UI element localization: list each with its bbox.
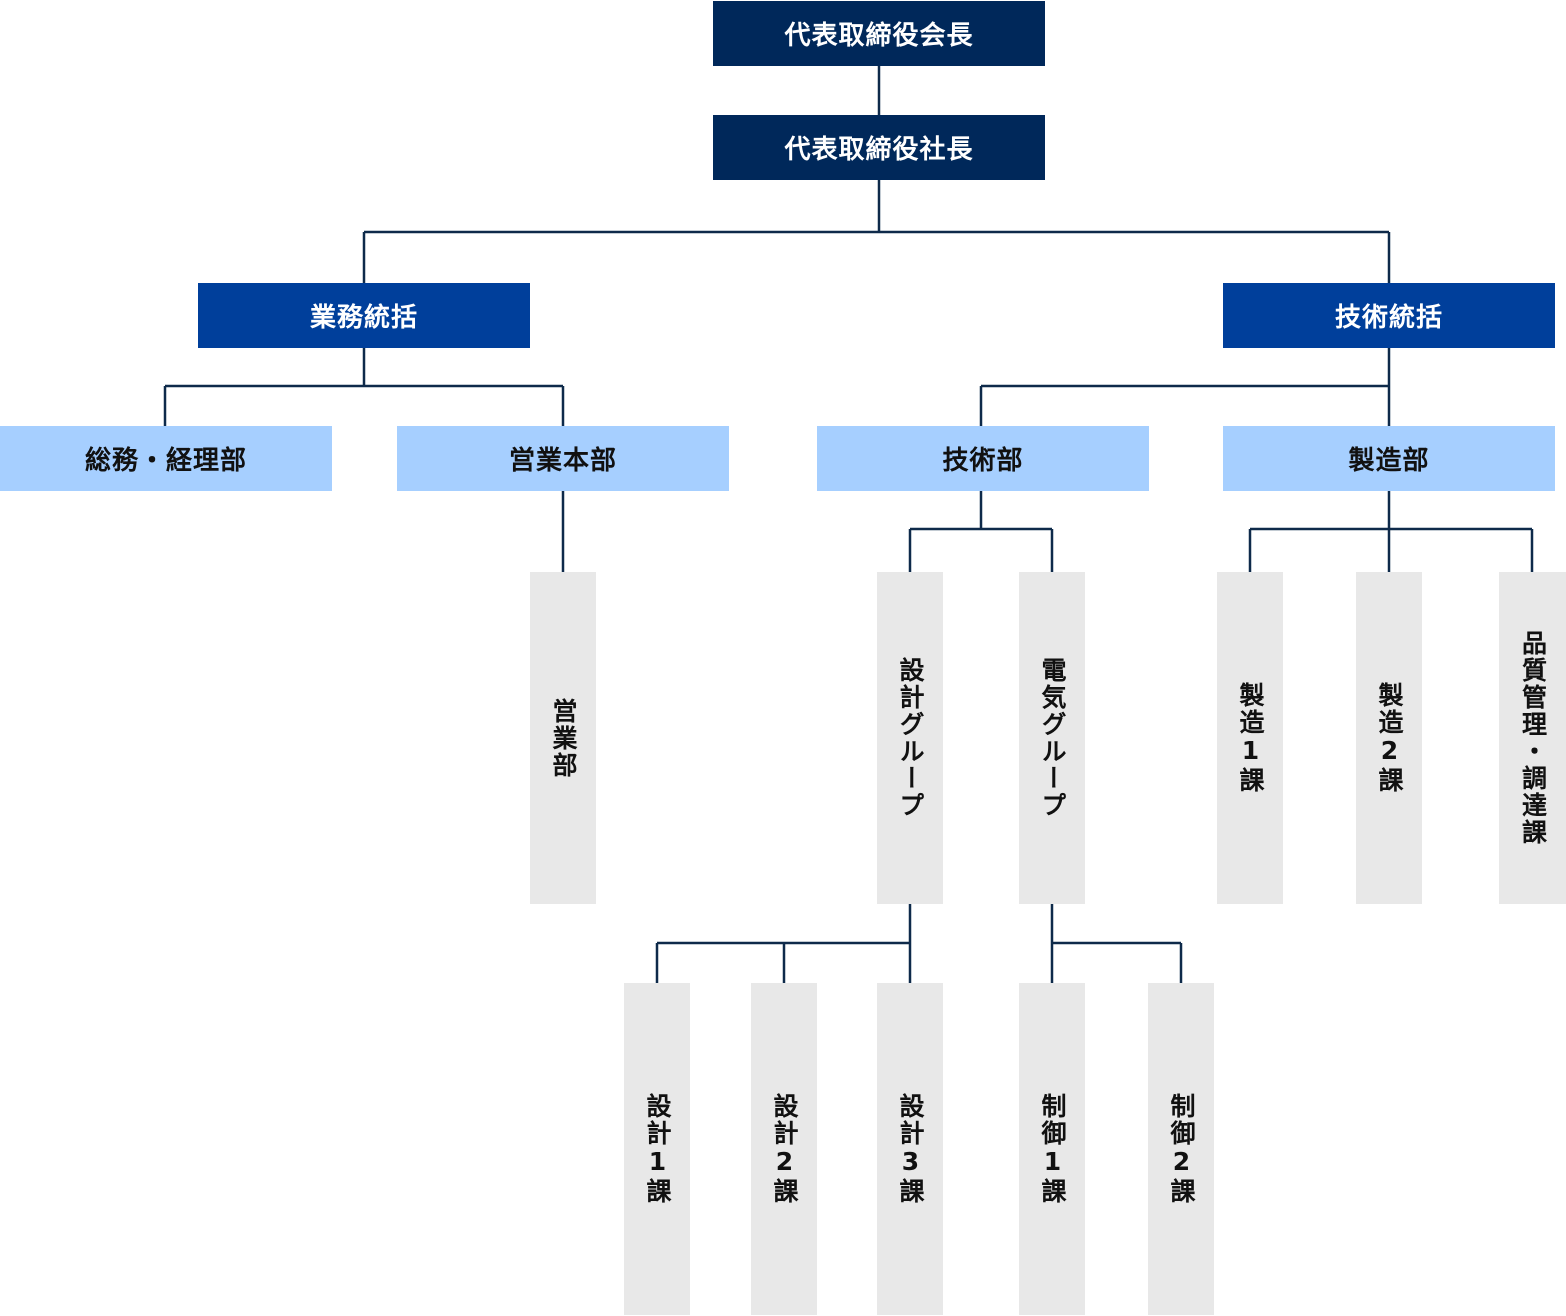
sales-hq-box: 営業本部 xyxy=(397,426,729,491)
sales-hq-label: 営業本部 xyxy=(508,446,617,476)
connector-business-departments xyxy=(163,348,565,426)
manufacturing-section-1-label: 製造1課 xyxy=(1236,682,1265,794)
design-section-1-label: 設計1課 xyxy=(643,1093,672,1205)
president-box: 代表取締役社長 xyxy=(713,115,1045,180)
business-division-box: 業務統括 xyxy=(198,283,530,348)
chairman-box: 代表取締役会長 xyxy=(713,1,1045,66)
sales-dept-label: 営業部 xyxy=(549,697,578,779)
business-division-label: 業務統括 xyxy=(309,303,418,333)
electrical-group-box: 電気グループ xyxy=(1019,572,1085,904)
sales-dept-box: 営業部 xyxy=(530,572,596,904)
connector-electrical-sections xyxy=(1050,904,1183,983)
electrical-group-label: 電気グループ xyxy=(1038,657,1067,819)
design-section-3-label: 設計3課 xyxy=(896,1093,925,1205)
chairman-label: 代表取締役会長 xyxy=(784,21,974,51)
control-section-2-box: 制御2課 xyxy=(1148,983,1214,1315)
manufacturing-section-1-box: 製造1課 xyxy=(1217,572,1283,904)
connector-design-sections xyxy=(655,904,912,983)
design-section-2-label: 設計2課 xyxy=(770,1093,799,1205)
control-section-2-label: 制御2課 xyxy=(1167,1093,1196,1205)
manufacturing-section-2-label: 製造2課 xyxy=(1375,682,1404,794)
design-group-label: 設計グループ xyxy=(896,657,925,819)
control-section-1-label: 制御1課 xyxy=(1038,1093,1067,1205)
connector-technical-departments xyxy=(979,348,1391,426)
manufacturing-section-2-box: 製造2課 xyxy=(1356,572,1422,904)
design-section-2-box: 設計2課 xyxy=(751,983,817,1315)
connector-president-divisions xyxy=(362,180,1391,283)
connector-manufacturing-sections xyxy=(1248,491,1534,572)
technical-division-label: 技術統括 xyxy=(1334,303,1443,333)
engineering-dept-box: 技術部 xyxy=(817,426,1149,491)
connector-engineering-groups xyxy=(908,491,1054,572)
general-affairs-box: 総務・経理部 xyxy=(0,426,332,491)
quality-procurement-box: 品質管理・調達課 xyxy=(1499,572,1566,904)
manufacturing-dept-box: 製造部 xyxy=(1223,426,1555,491)
design-section-3-box: 設計3課 xyxy=(877,983,943,1315)
control-section-1-box: 制御1課 xyxy=(1019,983,1085,1315)
president-label: 代表取締役社長 xyxy=(784,135,974,165)
design-section-1-box: 設計1課 xyxy=(624,983,690,1315)
engineering-dept-label: 技術部 xyxy=(942,446,1024,476)
technical-division-box: 技術統括 xyxy=(1223,283,1555,348)
general-affairs-label: 総務・経理部 xyxy=(84,446,247,476)
manufacturing-dept-label: 製造部 xyxy=(1348,446,1430,476)
quality-procurement-label: 品質管理・調達課 xyxy=(1518,630,1548,846)
design-group-box: 設計グループ xyxy=(877,572,943,904)
